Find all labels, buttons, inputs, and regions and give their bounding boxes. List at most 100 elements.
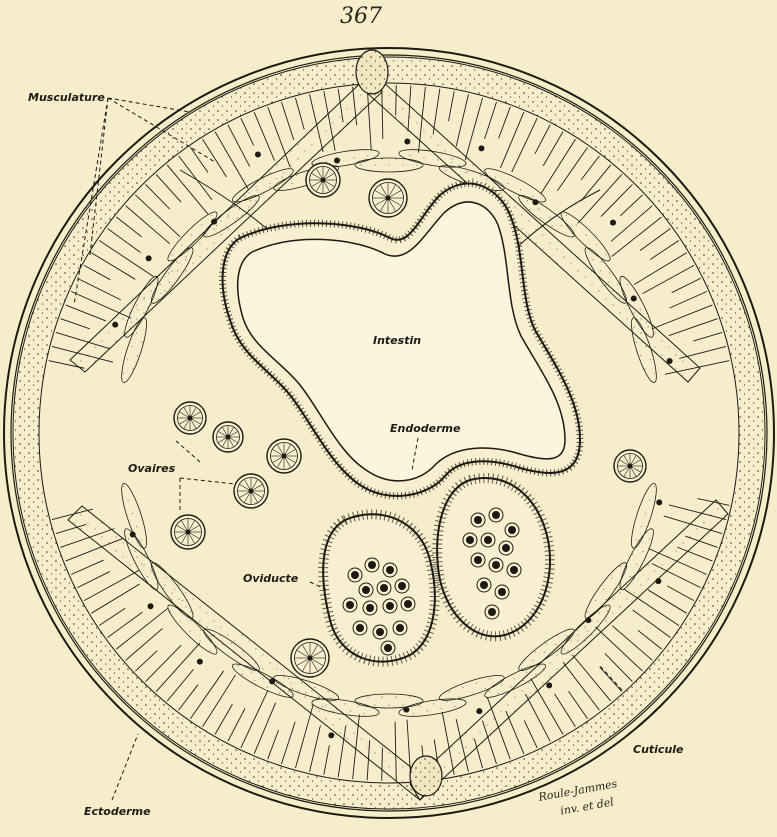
oviduct-egg — [485, 605, 499, 619]
muscle-fiber — [177, 154, 211, 199]
muscle-fiber — [611, 204, 654, 241]
muscle-fiber — [281, 100, 294, 140]
ovary-egg — [267, 439, 301, 473]
oviduct-egg — [348, 568, 362, 582]
oviduct-egg — [383, 599, 397, 613]
label-intestin: Intestin — [373, 335, 421, 346]
muscle-fiber — [295, 96, 304, 130]
muscle-fiber — [512, 116, 538, 172]
muscle-fiber — [449, 89, 455, 121]
ovary-egg — [213, 422, 243, 452]
muscle-fiber — [58, 318, 89, 329]
muscle-fiber — [155, 643, 200, 693]
oviduct-egg — [365, 558, 379, 572]
muscle-fiber — [601, 183, 634, 217]
muscle-fiber — [144, 183, 170, 209]
muscle-fiber — [672, 277, 703, 292]
muscle-fiber — [581, 163, 612, 201]
muscle-nucleus — [328, 732, 334, 738]
muscle-fiber — [144, 645, 181, 683]
muscle-fiber — [634, 252, 688, 285]
oviduct-egg — [489, 558, 503, 572]
muscle-fiber — [526, 694, 552, 743]
muscle-nucleus — [478, 145, 484, 151]
ovary-egg — [174, 402, 206, 434]
oviduct-egg — [499, 541, 513, 555]
muscle-fiber — [667, 586, 696, 602]
muscle-fiber — [166, 669, 194, 702]
muscle-fiber — [295, 705, 313, 770]
muscle-fiber — [563, 662, 601, 711]
muscle-fiber — [124, 628, 163, 661]
ovary-egg — [614, 450, 646, 482]
muscle-fiber — [569, 691, 589, 720]
label-oviducte: Oviducte — [243, 573, 298, 584]
muscle-fiber — [633, 610, 672, 639]
muscle-fiber — [90, 584, 140, 614]
muscle-fiber — [543, 130, 564, 166]
muscle-fiber — [124, 204, 170, 244]
muscle-nucleus — [146, 255, 152, 261]
oviduct-egg — [373, 625, 387, 639]
muscle-nucleus — [197, 659, 203, 665]
oviduct-egg — [401, 597, 415, 611]
muscle-fiber — [524, 720, 538, 749]
muscle-fiber — [115, 608, 168, 650]
oviduct-egg — [481, 533, 495, 547]
label-musculature: Musculature — [28, 92, 105, 103]
muscle-fiber — [323, 745, 329, 777]
muscle-fiber — [433, 87, 440, 135]
muscle-fiber — [612, 626, 654, 662]
muscle-fiber — [134, 193, 180, 236]
muscle-nucleus — [656, 499, 662, 505]
muscle-fiber — [97, 239, 153, 276]
ovary-egg — [306, 163, 340, 197]
label-endoderme: Endoderme — [390, 423, 460, 434]
oviduct-egg — [463, 533, 477, 547]
muscle-fiber — [214, 130, 248, 189]
muscle-fiber — [189, 146, 208, 173]
ovary-egg — [171, 515, 205, 549]
muscle-fiber — [69, 560, 103, 575]
oviduct-egg — [383, 563, 397, 577]
muscle-fiber — [76, 572, 110, 589]
muscle-fiber — [499, 105, 511, 138]
muscle-fiber — [612, 216, 664, 257]
muscle-fiber — [134, 651, 157, 673]
muscle-fiber — [177, 685, 198, 712]
muscle-nucleus — [148, 603, 154, 609]
muscle-fiber — [670, 291, 709, 308]
label-ectoderme: Ectoderme — [84, 806, 151, 817]
muscle-nucleus — [404, 138, 410, 144]
muscle-fiber — [555, 694, 577, 729]
muscle-fiber — [189, 671, 223, 720]
muscle-fiber — [648, 590, 688, 614]
muscle-fiber — [652, 304, 714, 329]
muscle-fiber — [309, 725, 320, 773]
muscle-fiber — [90, 252, 136, 280]
muscle-fiber — [97, 608, 125, 626]
muscle-fiber — [557, 146, 588, 191]
muscle-fiber — [693, 332, 724, 341]
muscle-fiber — [605, 654, 634, 684]
muscle-fiber — [642, 264, 695, 293]
ovary-egg — [291, 639, 329, 677]
muscle-fiber — [581, 154, 600, 180]
muscle-fiber — [281, 722, 295, 766]
muscle-fiber — [115, 216, 142, 237]
oviduct-egg — [381, 641, 395, 655]
muscle-nucleus — [546, 682, 552, 688]
muscle-fiber — [227, 708, 245, 743]
muscle-fiber — [201, 137, 226, 176]
ovary-egg — [369, 179, 407, 217]
oviduct-egg — [343, 598, 357, 612]
label-ovaires: Ovaires — [128, 463, 175, 474]
muscle-fiber — [456, 92, 469, 146]
oviduct-egg — [507, 563, 521, 577]
oviduct-egg — [471, 553, 485, 567]
muscle-fiber — [669, 318, 720, 336]
oviduct-egg — [363, 601, 377, 615]
oviduct-egg — [495, 585, 509, 599]
muscle-fiber — [650, 239, 680, 259]
